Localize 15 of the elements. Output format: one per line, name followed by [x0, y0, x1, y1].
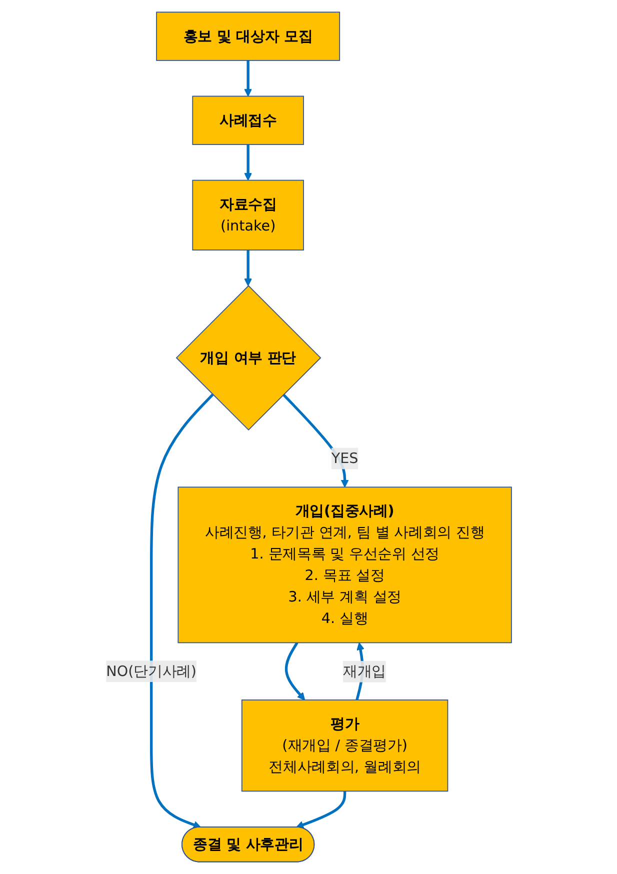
arrow — [296, 791, 346, 829]
arrow — [244, 250, 252, 286]
node-box: 평가 (재개입 / 종결평가) 전체사례회의, 월례회의 — [241, 700, 448, 792]
node-box: 사례접수 — [192, 96, 304, 145]
node-box: 개입(집중사례) 사례진행, 타기관 연계, 팀 별 사례회의 진행 1. 문제목록 및 우선순위 선정 2. 목표 설정 3. 세부 계획 설정 4. 실행 — [177, 486, 512, 644]
arrow — [244, 144, 252, 181]
node-diamond: 개입 여부 판단 — [176, 285, 321, 431]
edge-label: 재개입 — [342, 662, 386, 680]
arrow — [150, 394, 214, 829]
edge-label: NO(단기사례) — [106, 662, 196, 680]
arrow — [244, 60, 252, 97]
node-box: 홍보 및 대상자 모집 — [156, 12, 340, 61]
node-box: 자료수집 (intake) — [192, 180, 304, 250]
edge-label: YES — [331, 450, 358, 467]
arrow — [284, 642, 305, 700]
